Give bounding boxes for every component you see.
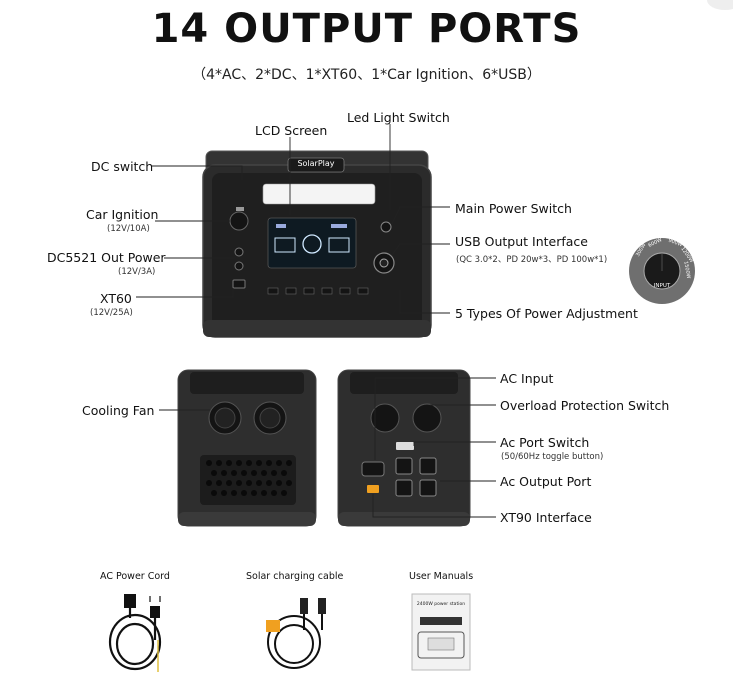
ac-power-cord-illustration bbox=[108, 594, 162, 672]
page-subtitle: （4*AC、2*DC、1*XT60、1*Car Ignition、6*USB） bbox=[192, 67, 541, 83]
ac-input-socket bbox=[361, 461, 385, 477]
car-ignition-port bbox=[229, 211, 249, 231]
label-ac-port-switch: Ac Port Switch bbox=[500, 435, 590, 450]
spec-dc5521: (12V/3A) bbox=[118, 267, 156, 277]
page-title: 14 OUTPUT PORTS bbox=[151, 6, 582, 52]
corner-badge bbox=[707, 0, 733, 10]
label-usb-output: USB Output Interface bbox=[455, 234, 588, 249]
lcd-screen bbox=[267, 217, 357, 269]
label-dc5521: DC5521 Out Power bbox=[47, 250, 166, 265]
leader-lines bbox=[136, 124, 496, 518]
dial-center-label: INPUT bbox=[653, 283, 671, 289]
led-light-bar bbox=[262, 183, 376, 205]
spec-usb-output: (QC 3.0*2、PD 20w*3、PD 100w*1) bbox=[456, 255, 608, 265]
accessory-label-ac-power-cord: AC Power Cord bbox=[100, 571, 170, 582]
main-power-button bbox=[380, 221, 392, 233]
label-xt60: XT60 bbox=[100, 291, 132, 306]
label-overload-switch: Overload Protection Switch bbox=[500, 398, 670, 413]
input-dial bbox=[629, 238, 695, 304]
xt90-port bbox=[367, 485, 379, 493]
xt60-port bbox=[232, 279, 246, 289]
user-manual-illustration bbox=[411, 593, 471, 671]
label-cooling-fan: Cooling Fan bbox=[82, 403, 155, 418]
accessory-label-user-manuals: User Manuals bbox=[409, 571, 474, 582]
spec-ac-port-switch: (50/60Hz toggle button) bbox=[501, 452, 604, 462]
front-power-station bbox=[202, 150, 432, 338]
spec-xt60: (12V/25A) bbox=[90, 308, 133, 318]
label-dc-switch: DC switch bbox=[91, 159, 154, 174]
label-power-adjustment: 5 Types Of Power Adjustment bbox=[455, 306, 638, 321]
brand-logo: SolarPlay bbox=[297, 159, 335, 168]
side-view-ac-panel bbox=[337, 369, 471, 527]
label-car-ignition: Car Ignition bbox=[86, 207, 159, 222]
label-ac-input: AC Input bbox=[500, 371, 554, 386]
side-view-fans bbox=[177, 369, 317, 527]
spec-car-ignition: (12V/10A) bbox=[107, 224, 150, 234]
accessory-label-solar-cable: Solar charging cable bbox=[246, 571, 344, 582]
label-xt90: XT90 Interface bbox=[500, 510, 592, 525]
manual-cover-text: 2400W power station bbox=[416, 602, 466, 607]
label-main-power-switch: Main Power Switch bbox=[455, 201, 572, 216]
label-ac-output-port: Ac Output Port bbox=[500, 474, 592, 489]
solar-charging-cable-illustration bbox=[266, 598, 326, 669]
label-lcd-screen: LCD Screen bbox=[255, 123, 328, 138]
label-led-light-switch: Led Light Switch bbox=[347, 110, 450, 125]
